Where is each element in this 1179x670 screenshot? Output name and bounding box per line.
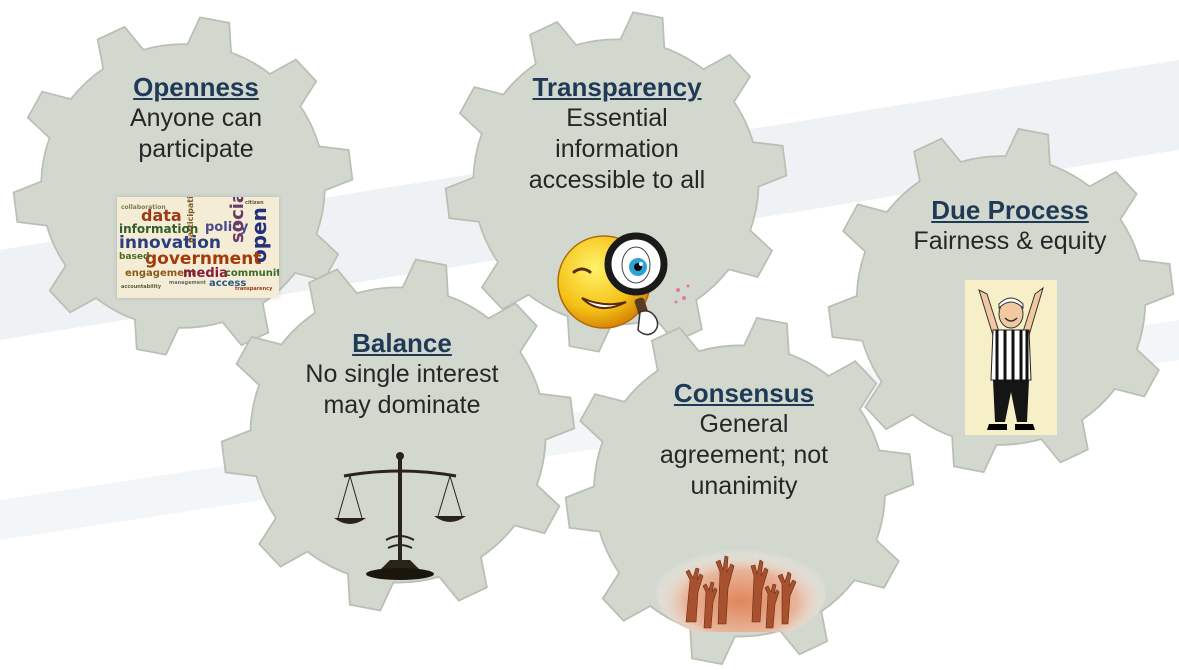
cloud-word: citizen xyxy=(245,200,264,206)
cloud-word: media xyxy=(183,266,228,281)
consensus-description-line-1: General xyxy=(699,410,789,438)
scales-icon xyxy=(334,452,466,580)
cloud-word: collaboration xyxy=(121,204,166,211)
cloud-word: government xyxy=(145,249,262,269)
smiley-magnifier-icon xyxy=(557,232,690,336)
balance-description-line-2: may dominate xyxy=(323,391,481,419)
balance-label: Balance No single interest may dominate xyxy=(262,328,542,421)
consensus-description-line-3: unanimity xyxy=(690,472,798,500)
due-process-title: Due Process xyxy=(931,195,1089,225)
balance-description-line-1: No single interest xyxy=(305,360,499,388)
cloud-word: accountability xyxy=(121,284,161,290)
consensus-label: Consensus General agreement; not unanimi… xyxy=(614,378,874,502)
transparency-description-line-3: accessible to all xyxy=(528,166,706,194)
openness-title: Openness xyxy=(133,72,259,102)
cloud-word: participation xyxy=(186,197,195,243)
due-process-description-line-1: Fairness & equity xyxy=(913,227,1107,255)
openness-description-line-2: participate xyxy=(138,135,254,163)
transparency-label: Transparency Essential information acces… xyxy=(486,72,748,196)
cloud-word: based xyxy=(119,252,150,262)
cloud-word: engagement xyxy=(125,268,196,279)
cloud-word: information xyxy=(119,222,199,236)
openness-label: Openness Anyone can participate xyxy=(80,72,312,165)
cloud-word: innovation xyxy=(119,233,221,253)
referee-icon xyxy=(965,280,1057,435)
transparency-description-line-1: Essential xyxy=(566,104,668,132)
cloud-word: access xyxy=(209,278,247,289)
balance-title: Balance xyxy=(352,328,452,358)
openness-description-line-1: Anyone can xyxy=(129,104,263,132)
gear-balance xyxy=(218,255,578,615)
gear-consensus xyxy=(562,312,917,670)
word-cloud-image: collaboration data information policy in… xyxy=(117,197,279,298)
raised-hands-image xyxy=(656,544,826,632)
consensus-title: Consensus xyxy=(673,378,815,408)
cloud-word: data xyxy=(141,206,182,225)
consensus-description-line-2: agreement; not xyxy=(659,441,829,469)
cloud-word: community xyxy=(225,268,279,279)
due-process-label: Due Process Fairness & equity xyxy=(870,195,1150,257)
cloud-word: transparency xyxy=(235,286,273,292)
cloud-word: management xyxy=(169,280,207,286)
transparency-title: Transparency xyxy=(532,72,702,102)
cloud-word: policy xyxy=(205,220,249,235)
transparency-description-line-2: information xyxy=(555,135,679,163)
